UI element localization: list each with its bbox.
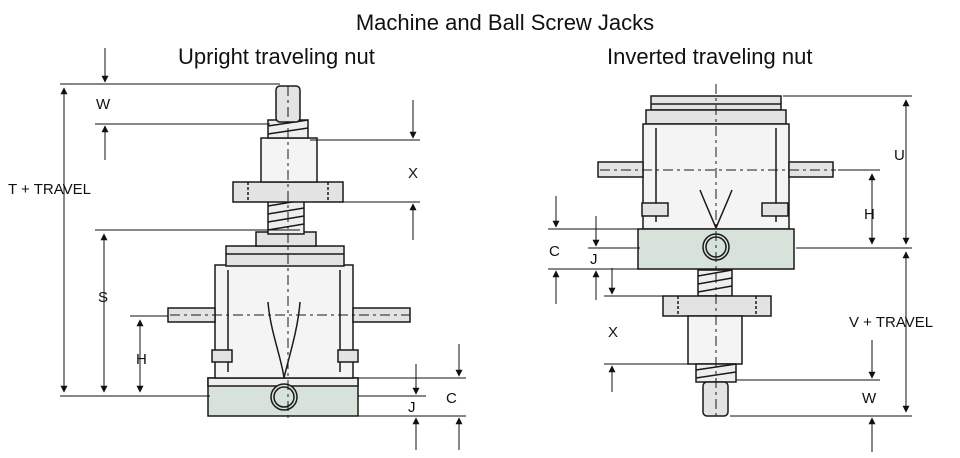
upright-label-s: S bbox=[98, 289, 108, 306]
inverted-label-v-travel: V + TRAVEL bbox=[849, 314, 933, 331]
upright-label-c: C bbox=[446, 390, 457, 407]
inverted-nut-body bbox=[687, 315, 743, 365]
inverted-dimensions bbox=[548, 95, 912, 452]
upright-label-j: J bbox=[408, 399, 416, 416]
diagram-title: Machine and Ball Screw Jacks bbox=[355, 10, 655, 35]
upright-label-w: W bbox=[96, 96, 111, 113]
inverted-label-h: H bbox=[864, 206, 875, 223]
upright-housing bbox=[214, 264, 354, 379]
upright-label-h: H bbox=[136, 351, 147, 368]
inverted-jack-drawing bbox=[597, 84, 836, 420]
inverted-label-j: J bbox=[590, 251, 598, 268]
upright-screw-thread bbox=[267, 199, 305, 235]
upright-dimensions bbox=[60, 48, 466, 450]
upright-base-bore bbox=[270, 383, 298, 411]
upright-label-t-travel: T + TRAVEL bbox=[8, 181, 91, 198]
right-view-caption: Inverted traveling nut bbox=[607, 44, 813, 69]
inverted-label-x: X bbox=[608, 324, 618, 341]
upright-label-x: X bbox=[408, 165, 418, 182]
upright-nut-body bbox=[260, 137, 318, 183]
inverted-label-u: U bbox=[894, 147, 905, 164]
upright-cap bbox=[225, 245, 345, 267]
left-view-caption: Upright traveling nut bbox=[178, 44, 375, 69]
inverted-label-c: C bbox=[549, 243, 560, 260]
upright-jack-drawing bbox=[167, 85, 411, 420]
inverted-label-w: W bbox=[862, 390, 877, 407]
inverted-nut-flange bbox=[662, 295, 772, 317]
